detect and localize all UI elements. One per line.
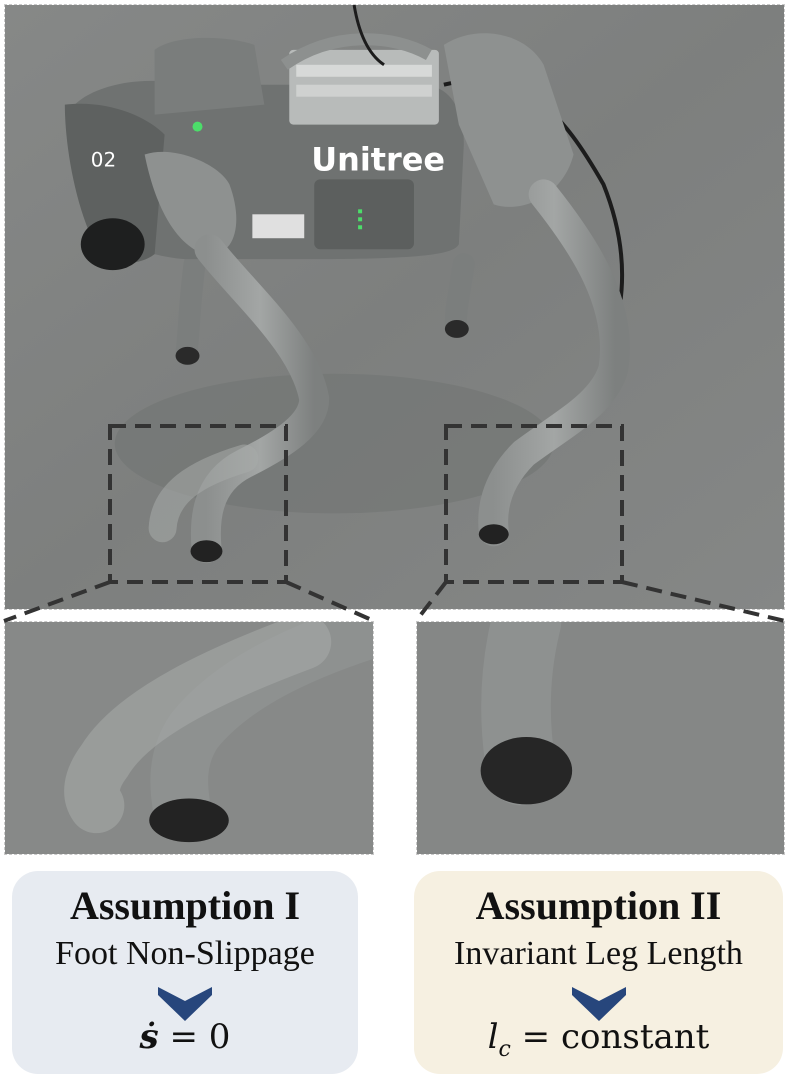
robot-front-camera [80,218,145,271]
carry-handle [280,33,432,70]
rear-left-foot [175,346,200,365]
front-right-thigh [443,33,574,207]
down-arrow-icon [571,987,626,1021]
rear-left-leg [175,253,206,365]
robot-brand: Unitree [311,140,445,178]
robot-photo-illustration: 02 Unitree [5,5,784,609]
assumption-1-subtitle: Foot Non-Slippage [55,935,315,972]
assumption-1-formula: ṡ = 0 [12,1017,358,1057]
assumption-2-formula-var: l [487,1017,499,1057]
rear-right-foot [444,319,469,338]
zoom-left-illustration [5,622,373,854]
cable-1 [352,5,385,67]
compute-box-heatsink-2 [296,84,432,97]
robot-head [64,103,165,263]
status-led [192,121,203,132]
zoom-right-foot [480,737,573,805]
battery-led-2 [358,217,363,222]
battery-led-3 [358,225,363,230]
zoom-left-ghost-leg [64,622,332,834]
zoom-right-illustration [417,622,784,854]
assumption-2-subtitle: Invariant Leg Length [454,935,743,972]
front-right-foot [478,524,509,545]
compute-box-heatsink [296,64,432,77]
zoom-left-photo [4,621,374,855]
robot-photo: 02 Unitree [4,4,785,610]
assumption-2-formula-sub: c [498,1036,511,1062]
assumption-1-title: Assumption I [69,883,301,928]
zoom-right-photo [416,621,785,855]
barcode-label [252,214,305,239]
front-left-foot [190,540,223,563]
assumption-2-formula: lc = constant [414,1017,783,1062]
assumption-2-title: Assumption II [475,883,722,928]
assumption-1-formula-rest: = 0 [158,1017,231,1057]
zoom-right-floor [417,622,784,854]
assumption-2-formula-rest: = constant [510,1017,710,1057]
zoom-left-foot [149,798,229,843]
rear-right-leg [444,253,475,335]
assumption-1-card: Assumption I Foot Non-Slippage ṡ = 0 [12,871,358,1074]
battery-led-1 [358,209,363,214]
assumption-2-card: Assumption II Invariant Leg Length lc = … [414,871,783,1074]
assumption-1-formula-var: ṡ [139,1017,159,1057]
down-arrow-icon [158,987,212,1021]
robot-shoulder [154,37,265,115]
battery-panel [314,179,414,250]
robot-number: 02 [91,147,116,171]
front-left-thigh [144,151,237,255]
